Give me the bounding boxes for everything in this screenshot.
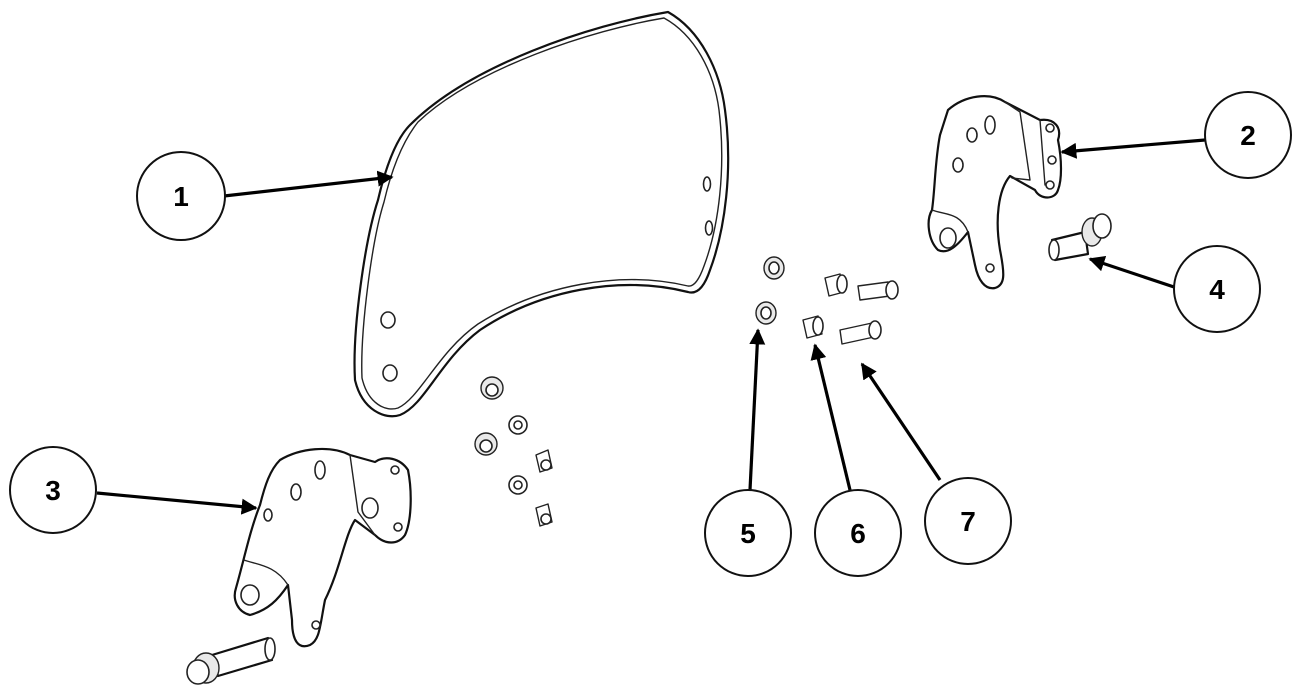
leader-lines xyxy=(96,138,1206,515)
callout-2: 2 xyxy=(1204,91,1292,179)
callout-1-label: 1 xyxy=(173,181,189,212)
callout-7-label: 7 xyxy=(960,506,976,537)
callout-3: 3 xyxy=(9,446,97,534)
leader-line-1 xyxy=(223,170,394,198)
leader-line-4 xyxy=(1088,255,1175,289)
callout-1: 1 xyxy=(136,151,226,241)
windshield-part xyxy=(353,10,730,418)
callout-5-label: 5 xyxy=(740,518,756,549)
right-bracket-part xyxy=(927,95,1063,290)
callout-7: 7 xyxy=(924,477,1012,565)
leader-line-3 xyxy=(96,491,258,515)
left-hardware-cluster xyxy=(474,376,553,527)
screw-part xyxy=(839,280,899,345)
callout-3-label: 3 xyxy=(45,475,61,506)
left-flange-bolt-part xyxy=(186,636,276,685)
callout-6: 6 xyxy=(814,489,902,577)
callout-4: 4 xyxy=(1173,245,1261,333)
leader-line-7 xyxy=(860,362,942,481)
callout-6-label: 6 xyxy=(850,518,866,549)
leader-line-2 xyxy=(1060,138,1206,159)
right-flange-bolt-part xyxy=(1048,213,1112,262)
leader-line-5 xyxy=(748,328,766,491)
callout-5: 5 xyxy=(704,489,792,577)
leader-line-6 xyxy=(810,343,852,491)
callout-2-label: 2 xyxy=(1240,120,1256,151)
left-bracket-part xyxy=(233,447,412,648)
grommet-part xyxy=(755,256,785,325)
callout-4-label: 4 xyxy=(1209,274,1225,305)
spacer-part xyxy=(802,273,848,339)
